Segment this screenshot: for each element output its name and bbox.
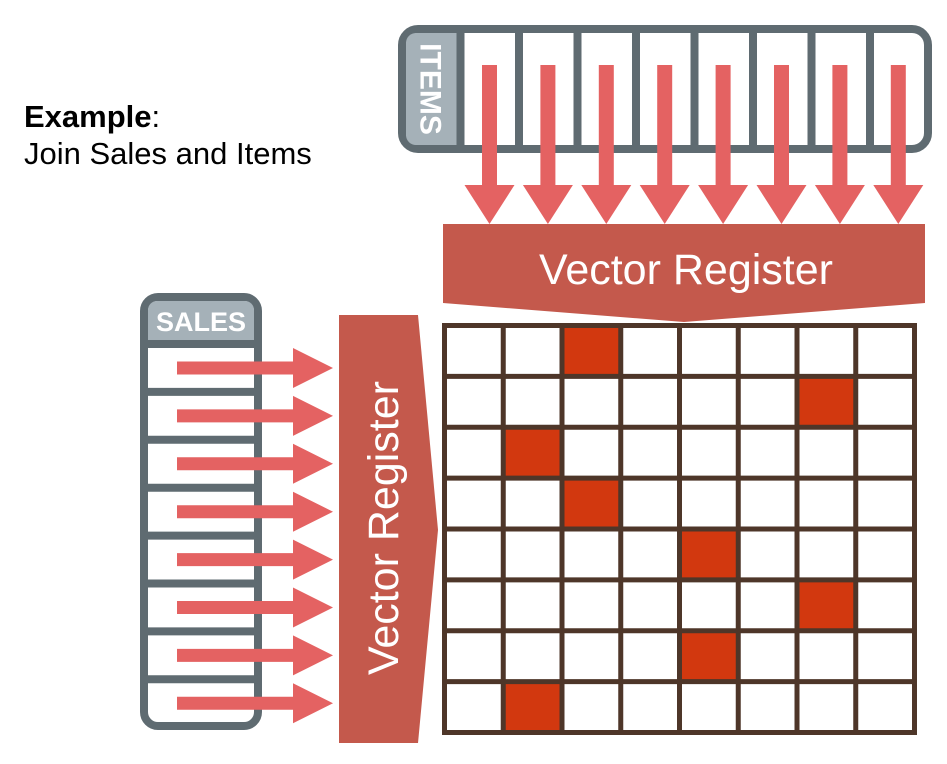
top-vector-register: Vector Register (443, 224, 925, 322)
top-register-label: Vector Register (539, 246, 833, 294)
grid-cell (797, 478, 856, 529)
grid-cell (797, 529, 856, 580)
grid-cell (855, 376, 915, 428)
grid-cell (679, 478, 739, 529)
grid-cell (562, 376, 621, 428)
sales-label-bg-square (148, 321, 254, 341)
grid-cell (562, 529, 621, 580)
right-arrow-icon (177, 539, 333, 580)
grid-cell (738, 427, 797, 479)
grid-cell (444, 427, 504, 479)
grid-cell-match (797, 376, 856, 428)
grid-cell-match (503, 427, 562, 479)
grid-cell (562, 681, 621, 733)
grid-cell (503, 376, 562, 428)
grid-cell (855, 325, 915, 377)
grid-cell-match (679, 630, 739, 682)
right-arrow-icon (177, 491, 333, 532)
grid-cell (855, 630, 915, 682)
right-arrow-icon (177, 587, 333, 628)
grid-cell (444, 630, 504, 682)
top-register-shape (443, 224, 925, 322)
right-arrow-icon (177, 443, 333, 484)
grid-cell (738, 529, 797, 580)
grid-cell (503, 579, 562, 631)
grid-cell (855, 427, 915, 479)
grid-cell-match (797, 579, 856, 631)
grid-cell (738, 579, 797, 631)
grid-cell (503, 325, 562, 377)
down-arrow-icon (639, 65, 690, 224)
grid-cell (855, 579, 915, 631)
grid-cell (444, 376, 504, 428)
items-label: ITEMS (414, 43, 447, 135)
left-register-shape (339, 315, 438, 743)
grid-cell (620, 630, 680, 682)
caption-title: Example: (24, 98, 312, 135)
down-arrow-icon (581, 65, 632, 224)
grid-cell (738, 376, 797, 428)
match-grid (442, 323, 917, 735)
grid-cell (738, 681, 797, 733)
grid-cell (679, 325, 739, 377)
caption: Example: Join Sales and Items (24, 98, 312, 172)
items-label-bg-square (432, 33, 460, 145)
grid-cell (620, 579, 680, 631)
grid-cell (679, 579, 739, 631)
down-arrow-icon (464, 65, 515, 224)
grid-cell-match (679, 529, 739, 580)
items-arrows (464, 65, 924, 224)
grid-cell (679, 681, 739, 733)
grid-cell (738, 478, 797, 529)
grid-cell (562, 630, 621, 682)
sales-arrows (177, 348, 333, 724)
sales-label: SALES (156, 307, 246, 337)
right-arrow-icon (177, 683, 333, 724)
grid-cell (797, 630, 856, 682)
grid-cell-match (503, 681, 562, 733)
grid-cell (855, 681, 915, 733)
right-arrow-icon (177, 635, 333, 676)
grid-cell (503, 529, 562, 580)
caption-title-bold: Example (24, 99, 152, 134)
caption-subtitle: Join Sales and Items (24, 136, 312, 171)
grid-cell (679, 427, 739, 479)
grid-cell (855, 529, 915, 580)
down-arrow-icon (698, 65, 749, 224)
grid-cell (444, 579, 504, 631)
grid-cell (797, 681, 856, 733)
right-arrow-icon (177, 348, 333, 388)
grid-cell (620, 681, 680, 733)
grid-cell (620, 325, 680, 377)
caption-title-colon: : (151, 99, 161, 134)
grid-cell (620, 478, 680, 529)
grid-cell (620, 529, 680, 580)
down-arrow-icon (873, 65, 924, 224)
grid-cell (679, 376, 739, 428)
grid-cell-match (562, 325, 621, 377)
down-arrow-icon (522, 65, 573, 224)
down-arrow-icon (756, 65, 807, 224)
grid-cell-match (562, 478, 621, 529)
grid-cell (562, 427, 621, 479)
grid-cell (620, 427, 680, 479)
grid-cell (562, 579, 621, 631)
grid-cell (620, 376, 680, 428)
grid-cell (444, 325, 504, 377)
down-arrow-icon (814, 65, 865, 224)
grid-cell (444, 681, 504, 733)
grid-cell (738, 325, 797, 377)
grid-cell (503, 478, 562, 529)
grid-cell (444, 529, 504, 580)
grid-cell (503, 630, 562, 682)
grid-cell (738, 630, 797, 682)
left-vector-register: Vector Register (339, 315, 438, 743)
grid-cell (797, 325, 856, 377)
grid-cell (444, 478, 504, 529)
grid-cell (855, 478, 915, 529)
grid-cell (797, 427, 856, 479)
left-register-label: Vector Register (360, 381, 408, 675)
right-arrow-icon (177, 395, 333, 436)
